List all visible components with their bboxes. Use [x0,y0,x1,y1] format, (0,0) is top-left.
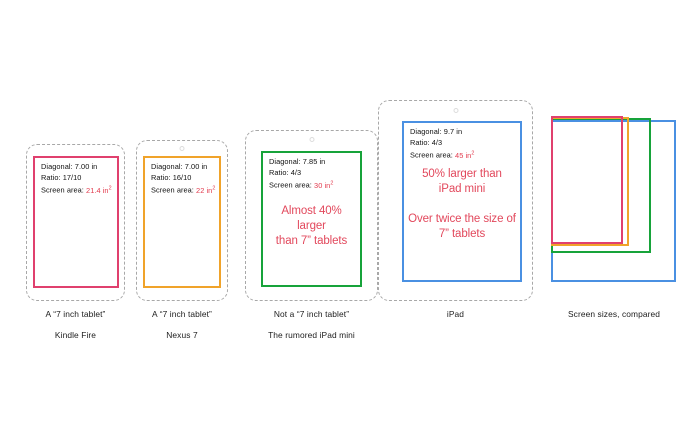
spec-area-nexus-7: Screen area: 22 in2 [151,183,215,196]
screen-rect-nexus-7: Diagonal: 7.00 in Ratio: 16/10 Screen ar… [143,156,221,288]
spec-area-ipad-mini: Screen area: 30 in2 [269,178,356,191]
spec-diagonal-ipad: Diagonal: 9.7 in [410,127,463,136]
caption-bottom-kindle-fire: Kindle Fire [54,330,97,340]
spec-ratio-nexus-7: Ratio: 16/10 [151,172,192,182]
spec-block-ipad: Diagonal: 9.7 in Ratio: 4/3 Screen area:… [410,127,516,161]
caption-bottom-nexus-7: Nexus 7 [166,330,198,340]
caption-comparison: Screen sizes, compared [567,309,661,319]
spec-area-label-kindle-fire: Screen area: [41,185,84,195]
spec-diagonal-kindle-fire: Diagonal: 7.00 in [41,162,98,171]
spec-area-value-nexus-7: 22 in2 [196,185,216,195]
spec-area-unit-nexus-7: 2 [212,185,216,192]
spec-block-ipad-mini: Diagonal: 7.85 in Ratio: 4/3 Screen area… [269,157,356,191]
caption-top-kindle-fire: A “7 inch tablet” [45,309,106,319]
screen-rect-ipad: Diagonal: 9.7 in Ratio: 4/3 Screen area:… [402,121,522,282]
caption-top-nexus-7: A “7 inch tablet” [152,309,212,319]
spec-area-value-ipad: 45 in2 [455,150,475,160]
caption-bottom-ipad-mini: The rumored iPad mini [268,330,355,340]
camera-icon-ipad [453,108,458,113]
headline-ipad-secondary: Over twice the size of 7” tablets [408,213,516,240]
screen-rect-kindle-fire: Diagonal: 7.00 in Ratio: 17/10 Screen ar… [33,156,119,288]
spec-ratio-ipad-mini: Ratio: 4/3 [269,167,302,177]
comparison-rect-kindle-fire [551,116,623,244]
spec-area-unit-kindle-fire: 2 [108,185,112,192]
spec-block-kindle-fire: Diagonal: 7.00 in Ratio: 17/10 Screen ar… [41,162,113,196]
camera-icon-nexus-7 [179,146,185,151]
spec-area-label-nexus-7: Screen area: [151,185,194,195]
spec-area-unit-ipad: 2 [471,150,475,157]
screen-rect-ipad-mini: Diagonal: 7.85 in Ratio: 4/3 Screen area… [261,151,362,287]
headline-ipad-mini: Almost 40% larger than 7” tablets [275,205,348,247]
spec-area-unit-ipad-mini: 2 [330,180,334,187]
spec-area-ipad: Screen area: 45 in2 [410,148,516,161]
spec-ratio-ipad: Ratio: 4/3 [410,137,443,147]
spec-diagonal-ipad-mini: Diagonal: 7.85 in [269,157,326,166]
spec-area-label-ipad-mini: Screen area: [269,180,312,190]
spec-area-kindle-fire: Screen area: 21.4 in2 [41,183,113,196]
caption-bottom-ipad: iPad [446,309,465,319]
spec-block-nexus-7: Diagonal: 7.00 in Ratio: 16/10 Screen ar… [151,162,215,196]
spec-diagonal-nexus-7: Diagonal: 7.00 in [151,162,208,171]
spec-area-value-ipad-mini: 30 in2 [314,180,334,190]
spec-ratio-kindle-fire: Ratio: 17/10 [41,172,82,182]
camera-icon-ipad-mini [309,137,314,142]
spec-area-label-ipad: Screen area: [410,150,453,160]
spec-area-value-kindle-fire: 21.4 in2 [86,185,112,195]
headline-ipad-primary: 50% larger than iPad mini [422,168,502,195]
caption-top-ipad-mini: Not a “7 inch tablet” [273,309,350,319]
